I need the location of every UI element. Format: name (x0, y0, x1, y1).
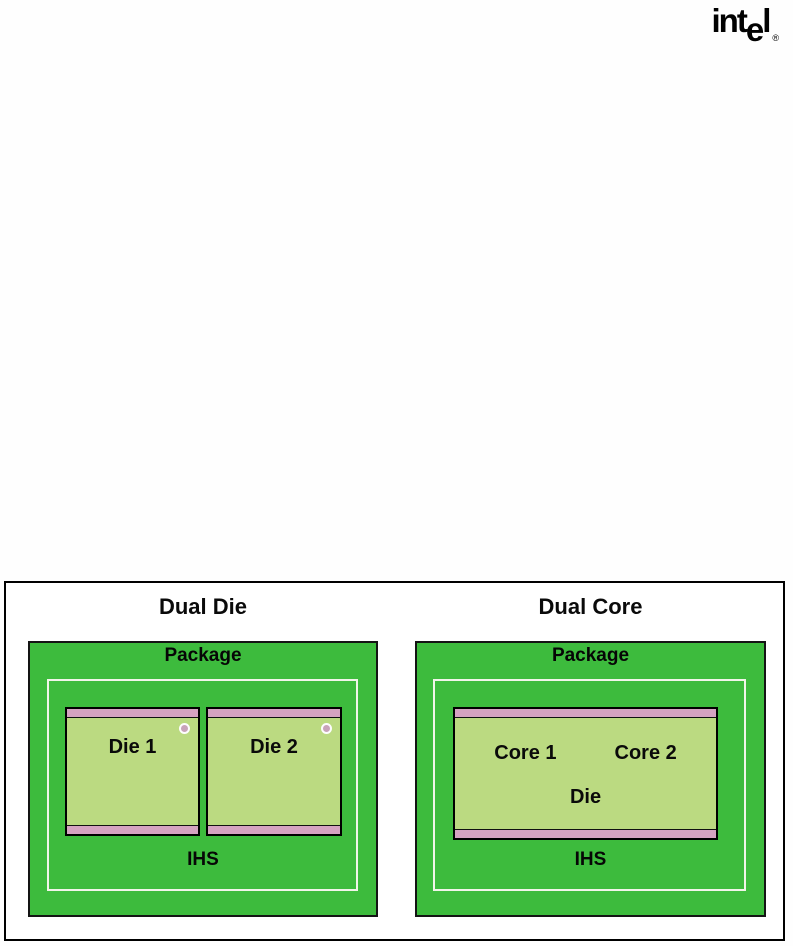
core1-label: Core 1 (494, 742, 557, 764)
dual-core-package-box: Package Core 1 Core 2 Die IHS (415, 641, 766, 917)
core2-label: Core 2 (614, 742, 677, 764)
core-labels-row: Core 1 Core 2 (455, 742, 716, 765)
die1-marker-dot-icon (179, 723, 190, 734)
dual-core-die-box: Core 1 Core 2 Die (453, 707, 718, 840)
package-label: Package (551, 645, 630, 666)
die1-box: Die 1 (65, 707, 200, 836)
die2-top-strip (208, 709, 340, 718)
package-label: Package (164, 645, 242, 666)
die2-body: Die 2 (208, 718, 340, 825)
ihs-label: IHS (187, 849, 219, 870)
die2-label: Die 2 (250, 736, 298, 758)
die2-marker-dot-icon (321, 723, 332, 734)
logo-text-int: int (711, 2, 748, 39)
logo-text-dropped-e: e (745, 11, 764, 48)
die-label: Die (569, 786, 602, 808)
die-bottom-strip (455, 829, 716, 838)
ihs-outline (47, 679, 358, 891)
figure-frame: Dual Die Dual Core Package Die 1 Die 2 (4, 581, 785, 941)
ihs-label: IHS (574, 849, 607, 870)
dual-die-package-box: Package Die 1 Die 2 IHS (28, 641, 378, 917)
ihs-outline (433, 679, 746, 891)
die1-top-strip (67, 709, 198, 718)
die1-label: Die 1 (108, 736, 157, 758)
dual-die-title: Dual Die (158, 594, 248, 619)
die2-box: Die 2 (206, 707, 342, 836)
die-top-strip (455, 709, 716, 718)
die1-bottom-strip (67, 825, 198, 834)
die2-bottom-strip (208, 825, 340, 834)
logo-text-l: l (762, 2, 771, 39)
registered-trademark-icon: ® (772, 33, 779, 43)
die1-body: Die 1 (67, 718, 198, 825)
intel-logo: intel® (711, 2, 780, 48)
dual-core-title: Dual Core (538, 594, 643, 619)
die-body: Core 1 Core 2 Die (455, 718, 716, 829)
